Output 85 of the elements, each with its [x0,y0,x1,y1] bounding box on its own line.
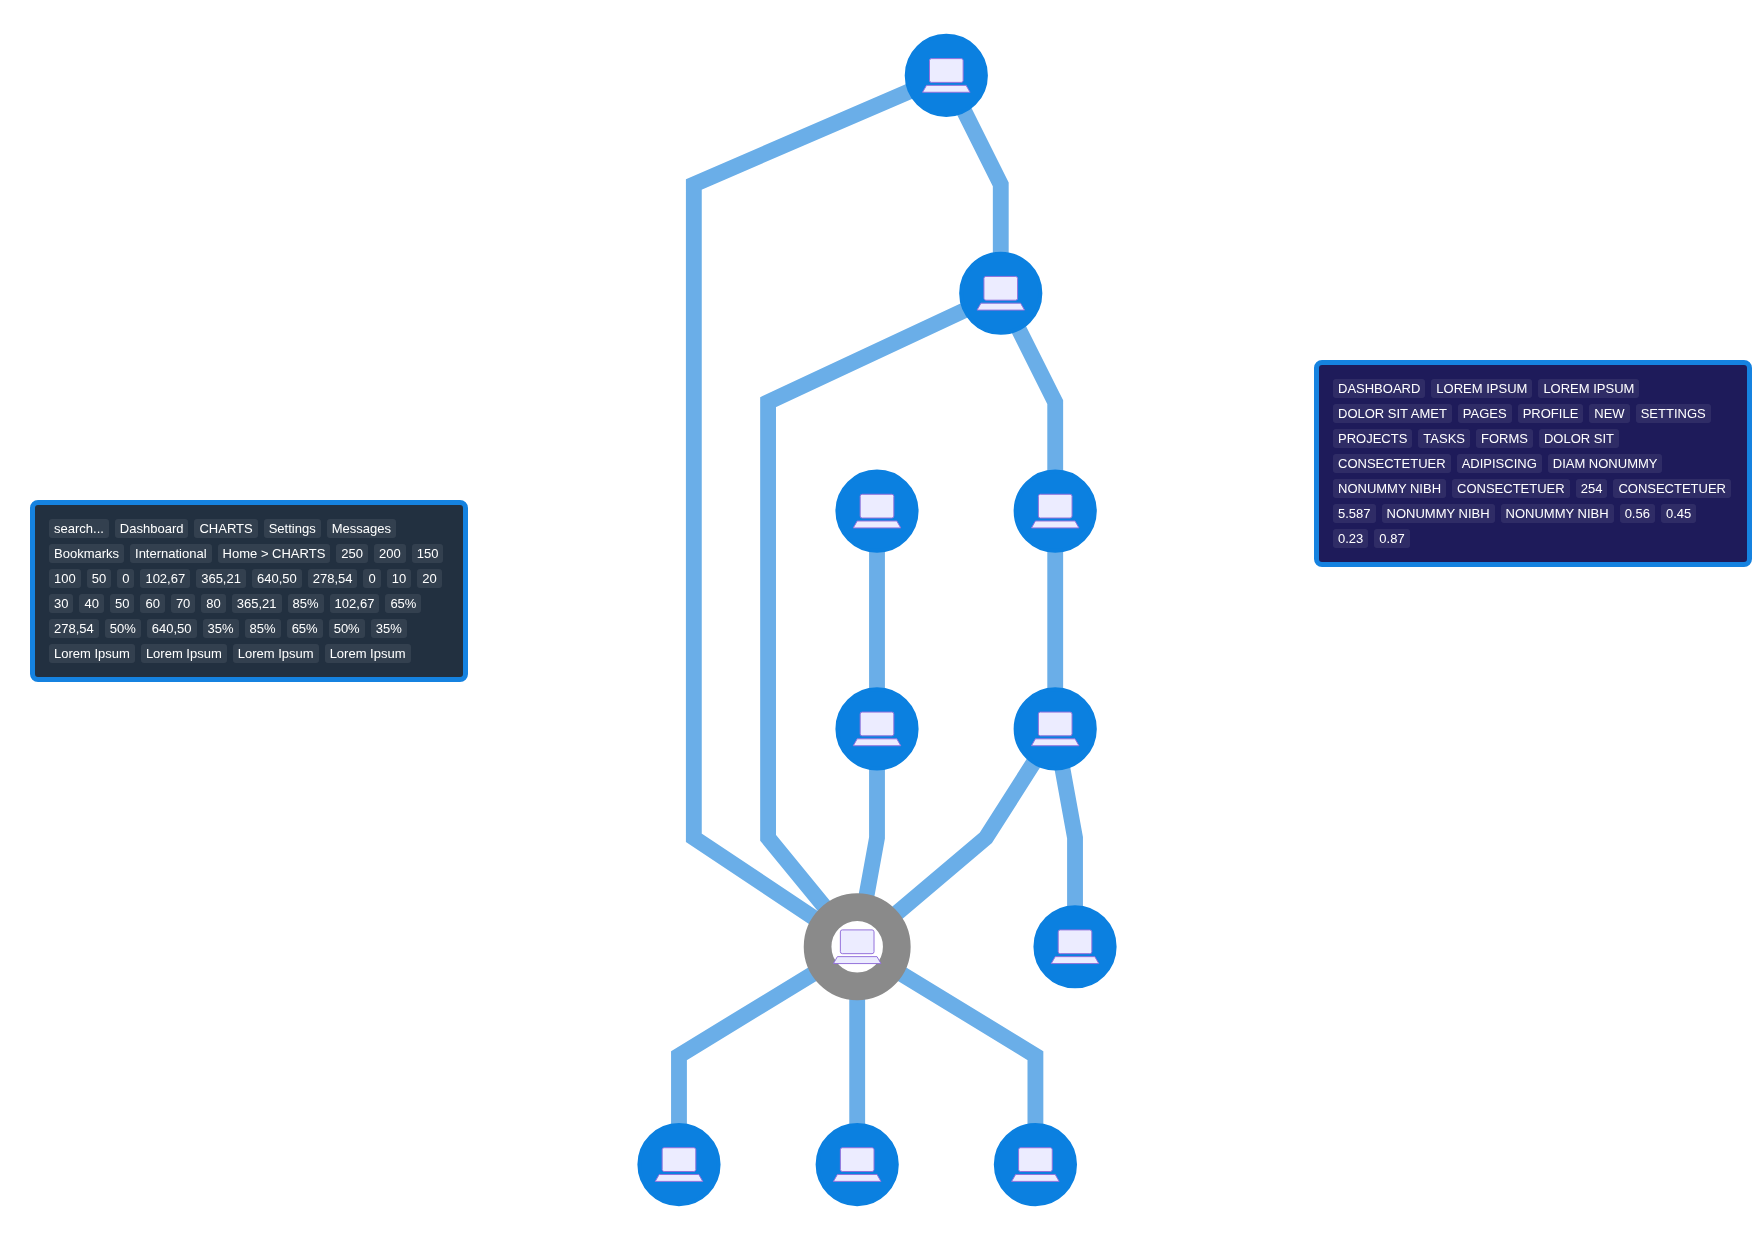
dashboard-label: CONSECTETUER [1333,454,1451,473]
dashboard-label: Lorem Ipsum [140,644,227,663]
dashboard-label: 50% [104,619,141,638]
dashboard-label: 70 [170,594,196,613]
dashboard-label: 40 [79,594,104,613]
dashboard-label: 35% [202,619,239,638]
dashboard-label: NONUMMY NIBH [1381,504,1495,523]
dashboard-label: PROJECTS [1333,429,1413,448]
dashboard-label: 278,54 [49,619,99,638]
dashboard-label: 35% [370,619,407,638]
dashboard-label: 100 [49,569,81,588]
connector [869,550,885,690]
dashboard-label: CONSECTETUER [1452,479,1570,498]
dashboard-label: LOREM IPSUM [1431,379,1533,398]
dashboard-label: search... [49,519,109,538]
dashboard-label: DASHBOARD [1333,379,1426,398]
dashboard-label: TASKS [1418,429,1470,448]
dashboard-label: Home > CHARTS [217,544,331,563]
dashboard-label: 102,67 [329,594,380,613]
connector [1011,325,1064,472]
dashboard-label: 250 [336,544,368,563]
dashboard-label: Messages [326,519,396,538]
dashboard-label: 5.587 [1333,504,1376,523]
node-circle [1013,469,1097,553]
dashboard-label: 0 [117,569,135,588]
node-circle [835,469,919,553]
dashboard-label: DOLOR SIT AMET [1333,404,1452,423]
dashboard-label: CONSECTETUER [1613,479,1731,498]
connector [1047,550,1064,690]
dashboard-label: 640,50 [251,569,302,588]
dashboard-label: ADIPISCING [1456,454,1542,473]
dashboard-label: NONUMMY NIBH [1500,504,1614,523]
dashboard-label: 30 [49,594,74,613]
dashboard-label: Settings [263,519,321,538]
dashboard-label: DIAM NONUMMY [1547,454,1663,473]
node-circle [904,33,988,118]
dashboard-label: 0 [363,569,381,588]
dashboard-label: 640,50 [146,619,197,638]
dashboard-label: PROFILE [1517,404,1584,423]
dashboard-label: Lorem Ipsum [49,644,135,663]
dashboard-label: 85% [287,594,324,613]
dashboard-label: Dashboard [114,519,189,538]
dashboard-label: 254 [1575,479,1608,498]
dashboard-label: 50 [109,594,135,613]
dashboard-label: International [130,544,212,563]
node-circle [959,251,1043,335]
node-circle [803,893,911,1001]
dashboard-label: 0.45 [1660,504,1697,523]
node-circle [835,687,919,771]
dashboard-label: 50 [86,569,112,588]
dashboard-label: 0.56 [1619,504,1655,523]
dashboard-label: SETTINGS [1635,404,1711,423]
dashboard-label: Bookmarks [49,544,125,563]
dashboard-label: 50% [328,619,365,638]
node-circle [815,1122,899,1207]
dashboard-label: 102,67 [140,569,191,588]
dashboard-label: DOLOR SIT [1538,429,1620,448]
dashboard-label: Lorem Ipsum [232,644,319,663]
dashboard-label: 0.87 [1374,529,1410,548]
dashboard-label: NEW [1589,404,1630,423]
dashboard-label: FORMS [1476,429,1533,448]
node-circle [1033,905,1117,989]
dashboard-label: 0.23 [1333,529,1369,548]
dashboard-label: 85% [244,619,281,638]
dashboard-label: Lorem Ipsum [324,644,411,663]
dashboard-label: 365,21 [196,569,246,588]
connector [1054,766,1083,908]
dashboard-label: 365,21 [231,594,282,613]
node-circle [637,1122,721,1207]
dashboard-label: 65% [385,594,422,613]
dashboard-label: 10 [386,569,412,588]
dashboard-label: 65% [286,619,323,638]
dashboard-label: 278,54 [307,569,358,588]
dashboard-label: 60 [140,594,165,613]
dashboard-label: NONUMMY NIBH [1333,479,1447,498]
dashboard-label: PAGES [1457,404,1512,423]
dashboard-label: 80 [201,594,226,613]
dashboard-label: 20 [417,569,442,588]
connector [956,107,1009,254]
dashboard-label: CHARTS [194,519,258,538]
node-circle [993,1122,1077,1207]
dashboard-label: 150 [411,544,444,563]
dashboard-label: 200 [374,544,406,563]
dashboard-label: LOREM IPSUM [1538,379,1640,398]
node-circle [1013,687,1097,771]
